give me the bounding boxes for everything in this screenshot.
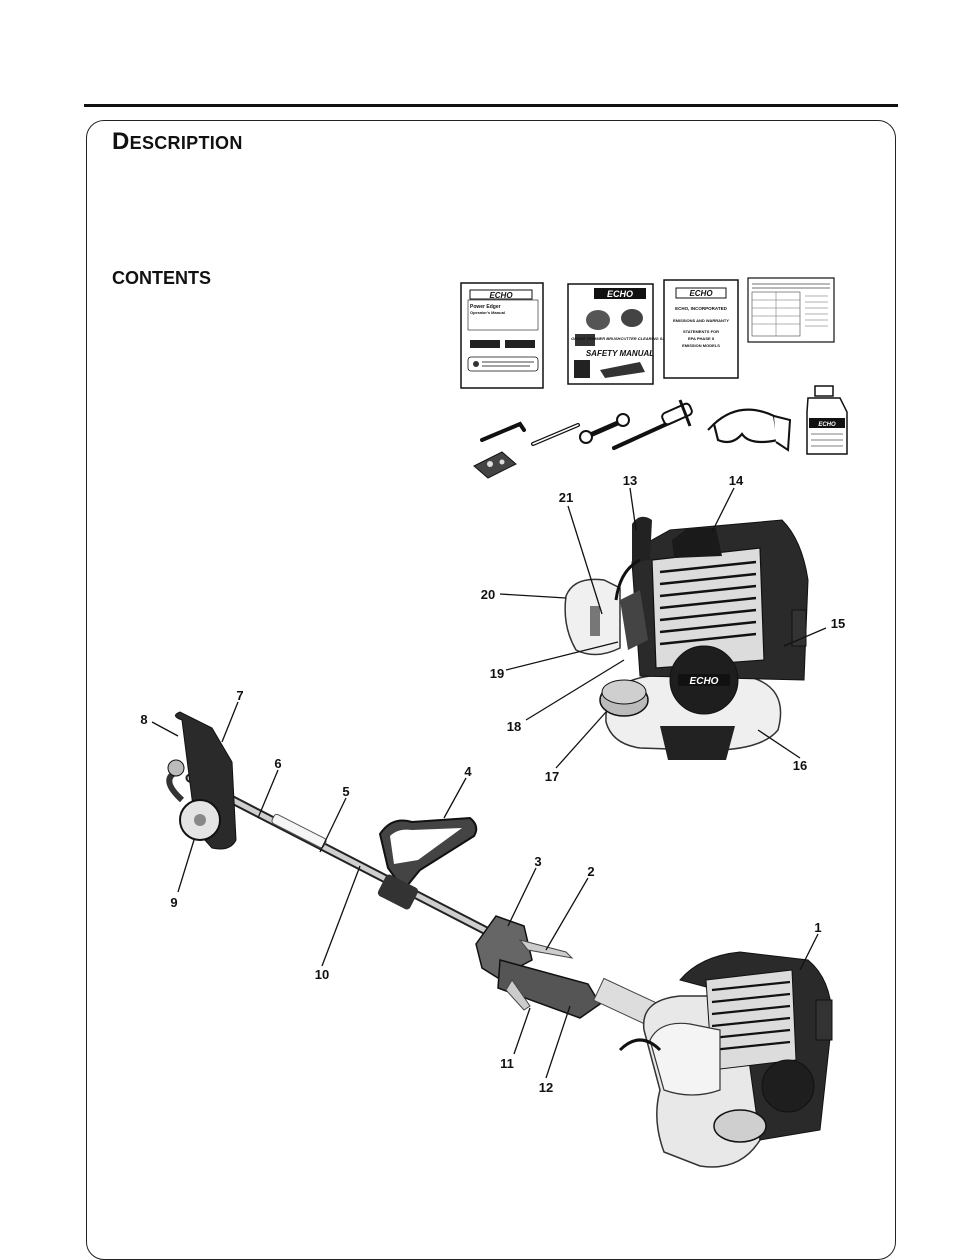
- engine-brand: ECHO: [690, 676, 719, 687]
- callout-numbers: 1 2 3 4 5 6 7 8 9 10 11 12 13 14 15 16 1…: [140, 473, 845, 1095]
- callout-9: 9: [170, 895, 177, 910]
- callout-11: 11: [500, 1056, 514, 1071]
- bottle-brand: ECHO: [818, 422, 836, 428]
- callout-20: 20: [481, 587, 495, 602]
- rod-tool: [531, 423, 580, 446]
- throttle-housing: [475, 915, 533, 979]
- leader-lines: [151, 487, 827, 1079]
- safety-brand: ECHO: [607, 289, 633, 299]
- warranty-card: [747, 277, 835, 343]
- engine-grille: [651, 547, 765, 669]
- safety-title: SAFETY MANUAL: [586, 349, 654, 358]
- hex-key-wrench: [480, 421, 526, 442]
- blade-guard: [175, 711, 237, 850]
- engine-closeup: ECHO: [564, 516, 809, 760]
- operators-manual: ECHO Power Edger Operator's Manual: [460, 282, 544, 389]
- emissions-company: ECHO, INCORPORATED: [675, 306, 727, 311]
- emissions-line4: EMISSION MODELS: [682, 343, 720, 348]
- emissions-line1: EMISSIONS AND WARRANTY: [673, 318, 729, 323]
- shaft-decal: [271, 813, 327, 849]
- callout-8: 8: [140, 712, 147, 727]
- muffler: [791, 609, 807, 647]
- callout-10: 10: [315, 967, 329, 982]
- emissions-brand: ECHO: [689, 289, 713, 298]
- callout-1: 1: [814, 920, 821, 935]
- parts-illustration: ECHO Power Edger Operator's Manual ECHO …: [140, 277, 848, 1168]
- title-initial: D: [112, 128, 130, 155]
- emissions-statement: ECHO ECHO, INCORPORATED EMISSIONS AND WA…: [663, 279, 739, 379]
- open-end-wrench: [579, 413, 630, 444]
- callout-15: 15: [831, 616, 845, 631]
- manual1-subtitle: Operator's Manual: [470, 310, 505, 315]
- callout-6: 6: [274, 756, 281, 771]
- power-edger: [166, 711, 833, 1168]
- contents-heading: CONTENTS: [112, 268, 211, 288]
- top-rule: [84, 104, 898, 107]
- callout-12: 12: [539, 1080, 553, 1095]
- blade-hardware: [473, 451, 517, 479]
- callout-21: 21: [559, 490, 573, 505]
- emissions-line3: EPA PHASE II: [688, 336, 714, 341]
- safety-goggles: [707, 408, 792, 452]
- callout-7: 7: [236, 688, 243, 703]
- safety-subtitle: GRASS TRIMMER BRUSHCUTTER CLEARING SAW: [571, 336, 670, 341]
- callout-2: 2: [587, 864, 594, 879]
- callout-17: 17: [545, 769, 559, 784]
- oil-bottle: ECHO: [806, 385, 848, 455]
- engine-base: [660, 726, 735, 760]
- safety-manual: ECHO GRASS TRIMMER BRUSHCUTTER CLEARING …: [567, 283, 670, 385]
- callout-3: 3: [534, 854, 541, 869]
- callout-4: 4: [464, 764, 472, 779]
- title-rest: ESCRIPTION: [129, 133, 243, 153]
- callout-13: 13: [623, 473, 637, 488]
- callout-19: 19: [490, 666, 504, 681]
- rear-grip: [497, 959, 602, 1019]
- callout-18: 18: [507, 719, 521, 734]
- emissions-line2: STATEMENTS FOR: [683, 329, 719, 334]
- spark-plug-cap: [632, 516, 652, 562]
- carburetor: [620, 590, 648, 650]
- manual1-title: Power Edger: [470, 304, 501, 310]
- manual1-brand: ECHO: [489, 291, 513, 300]
- callout-16: 16: [793, 758, 807, 773]
- section-title: DESCRIPTION: [112, 128, 243, 156]
- primer-bulb: [590, 606, 600, 636]
- top-handle: [672, 528, 722, 558]
- spark-plug-wrench: [612, 399, 693, 450]
- callout-5: 5: [342, 784, 349, 799]
- throttle-trigger: [505, 979, 531, 1011]
- handle-clamp: [377, 874, 419, 910]
- depth-adjust-knob: [167, 759, 185, 777]
- callout-14: 14: [729, 473, 744, 488]
